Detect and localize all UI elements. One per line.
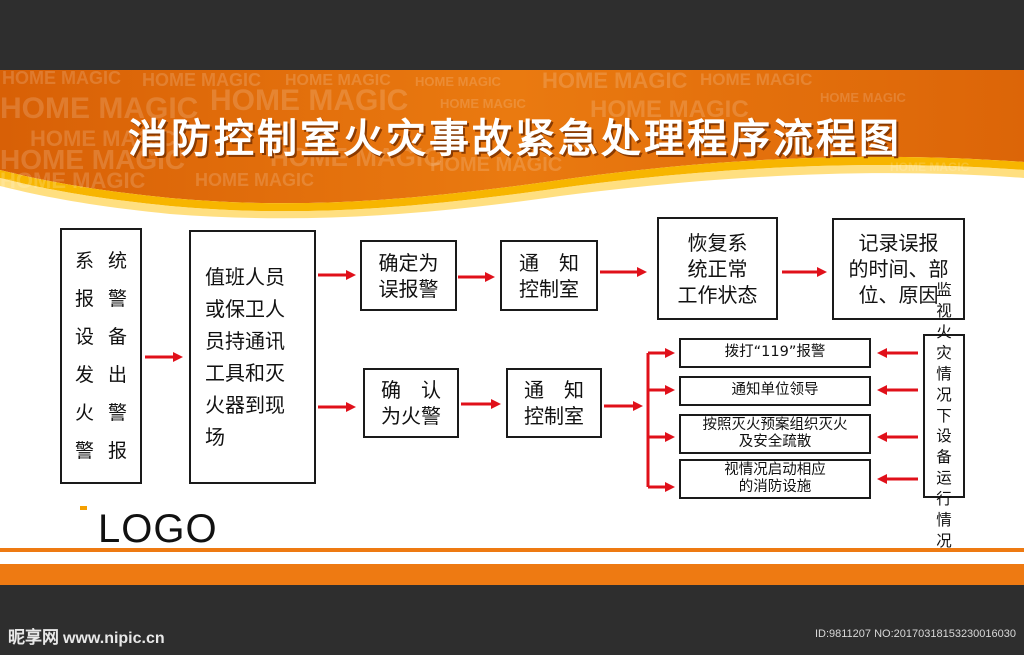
- banner-background: [0, 70, 1024, 219]
- logo: LOGO: [98, 507, 218, 551]
- watermark-text: HOME MAGIC: [142, 70, 261, 90]
- node-call-119: 拨打“119”报警: [679, 338, 871, 368]
- node-notify-control-room-1: 通 知 控制室: [500, 240, 598, 311]
- watermark-text: HOME MAGIC: [210, 84, 409, 117]
- watermark-text: HOME MAGIC: [542, 70, 688, 93]
- image-id: ID:9811207 NO:20170318153230016030: [814, 628, 1016, 640]
- watermark-text: HOME MAGIC: [30, 126, 176, 151]
- alarm-char: 备: [108, 326, 128, 348]
- node-system-alarm: 系报设发火警 统警备出警报: [60, 228, 142, 484]
- watermark-text: HOME MAGIC: [195, 170, 314, 190]
- watermark-text: HOME MAGIC: [270, 142, 442, 172]
- alarm-column-1: 系报设发火警: [75, 242, 94, 470]
- alarm-char: 警: [108, 402, 128, 424]
- logo-accent: [80, 506, 87, 510]
- alarm-char: 发: [74, 364, 94, 386]
- alarm-char: 火: [74, 402, 94, 424]
- bottom-stripe-thick: [0, 564, 1024, 585]
- site-url: www.nipic.cn: [63, 630, 165, 647]
- alarm-column-2: 统警备出警报: [108, 242, 127, 470]
- node-record-false-alarm: 记录误报 的时间、部 位、原因: [832, 218, 965, 320]
- watermark-text: HOME MAGIC: [0, 92, 199, 125]
- bottom-stripe-thin: [0, 548, 1024, 552]
- watermark-text: HOME MAGIC: [430, 154, 563, 176]
- bottom-dark-band: [0, 585, 1024, 655]
- watermark-text: HOME MAGIC: [0, 144, 186, 175]
- alarm-char: 设: [74, 326, 94, 348]
- alarm-char: 警: [74, 440, 94, 462]
- node-restore-system: 恢复系 统正常 工作状态: [657, 217, 778, 320]
- node-start-facilities: 视情况启动相应 的消防设施: [679, 459, 871, 499]
- alarm-char: 报: [74, 288, 94, 310]
- alarm-char: 报: [108, 440, 128, 462]
- flow-arrows: [145, 267, 918, 492]
- node-organize-evacuation: 按照灭火预案组织灭火 及安全疏散: [679, 414, 871, 454]
- site-name: 昵享网: [8, 628, 59, 648]
- node-confirm-fire: 确 认 为火警: [363, 368, 459, 438]
- watermark-text: HOME MAGIC: [820, 90, 906, 105]
- top-dark-band: [0, 0, 1024, 70]
- alarm-char: 出: [108, 364, 128, 386]
- watermark-text: HOME MAGIC: [700, 70, 813, 89]
- watermark-text: HOME MAGIC: [285, 72, 391, 89]
- watermark-text: HOME MAGIC: [0, 168, 146, 193]
- node-confirm-false-alarm: 确定为 误报警: [360, 240, 457, 311]
- watermark-text: HOME MAGIC: [2, 70, 121, 88]
- alarm-char: 统: [108, 250, 128, 272]
- poster-board: HOME MAGIC HOME MAGIC HOME MAGIC HOME MA…: [0, 70, 1024, 585]
- node-monitor-equipment: 监视 火灾 情况 下设 备运 行情 况: [923, 281, 965, 550]
- node-notify-leader: 通知单位领导: [679, 376, 871, 406]
- watermark-text: HOME MAGIC: [590, 96, 749, 123]
- node-duty-staff: 值班人员 或保卫人 员持通讯 工具和灭 火器到现 场: [189, 230, 316, 484]
- page-title: 消防控制室火灾事故紧急处理程序流程图: [128, 116, 902, 162]
- alarm-char: 警: [108, 288, 128, 310]
- watermark-text: HOME MAGIC: [890, 160, 970, 174]
- alarm-char: 系: [74, 250, 94, 272]
- node-notify-control-room-2: 通 知 控制室: [506, 368, 602, 438]
- watermark-text: HOME MAGIC: [415, 74, 501, 89]
- watermark-text: HOME MAGIC: [440, 96, 526, 111]
